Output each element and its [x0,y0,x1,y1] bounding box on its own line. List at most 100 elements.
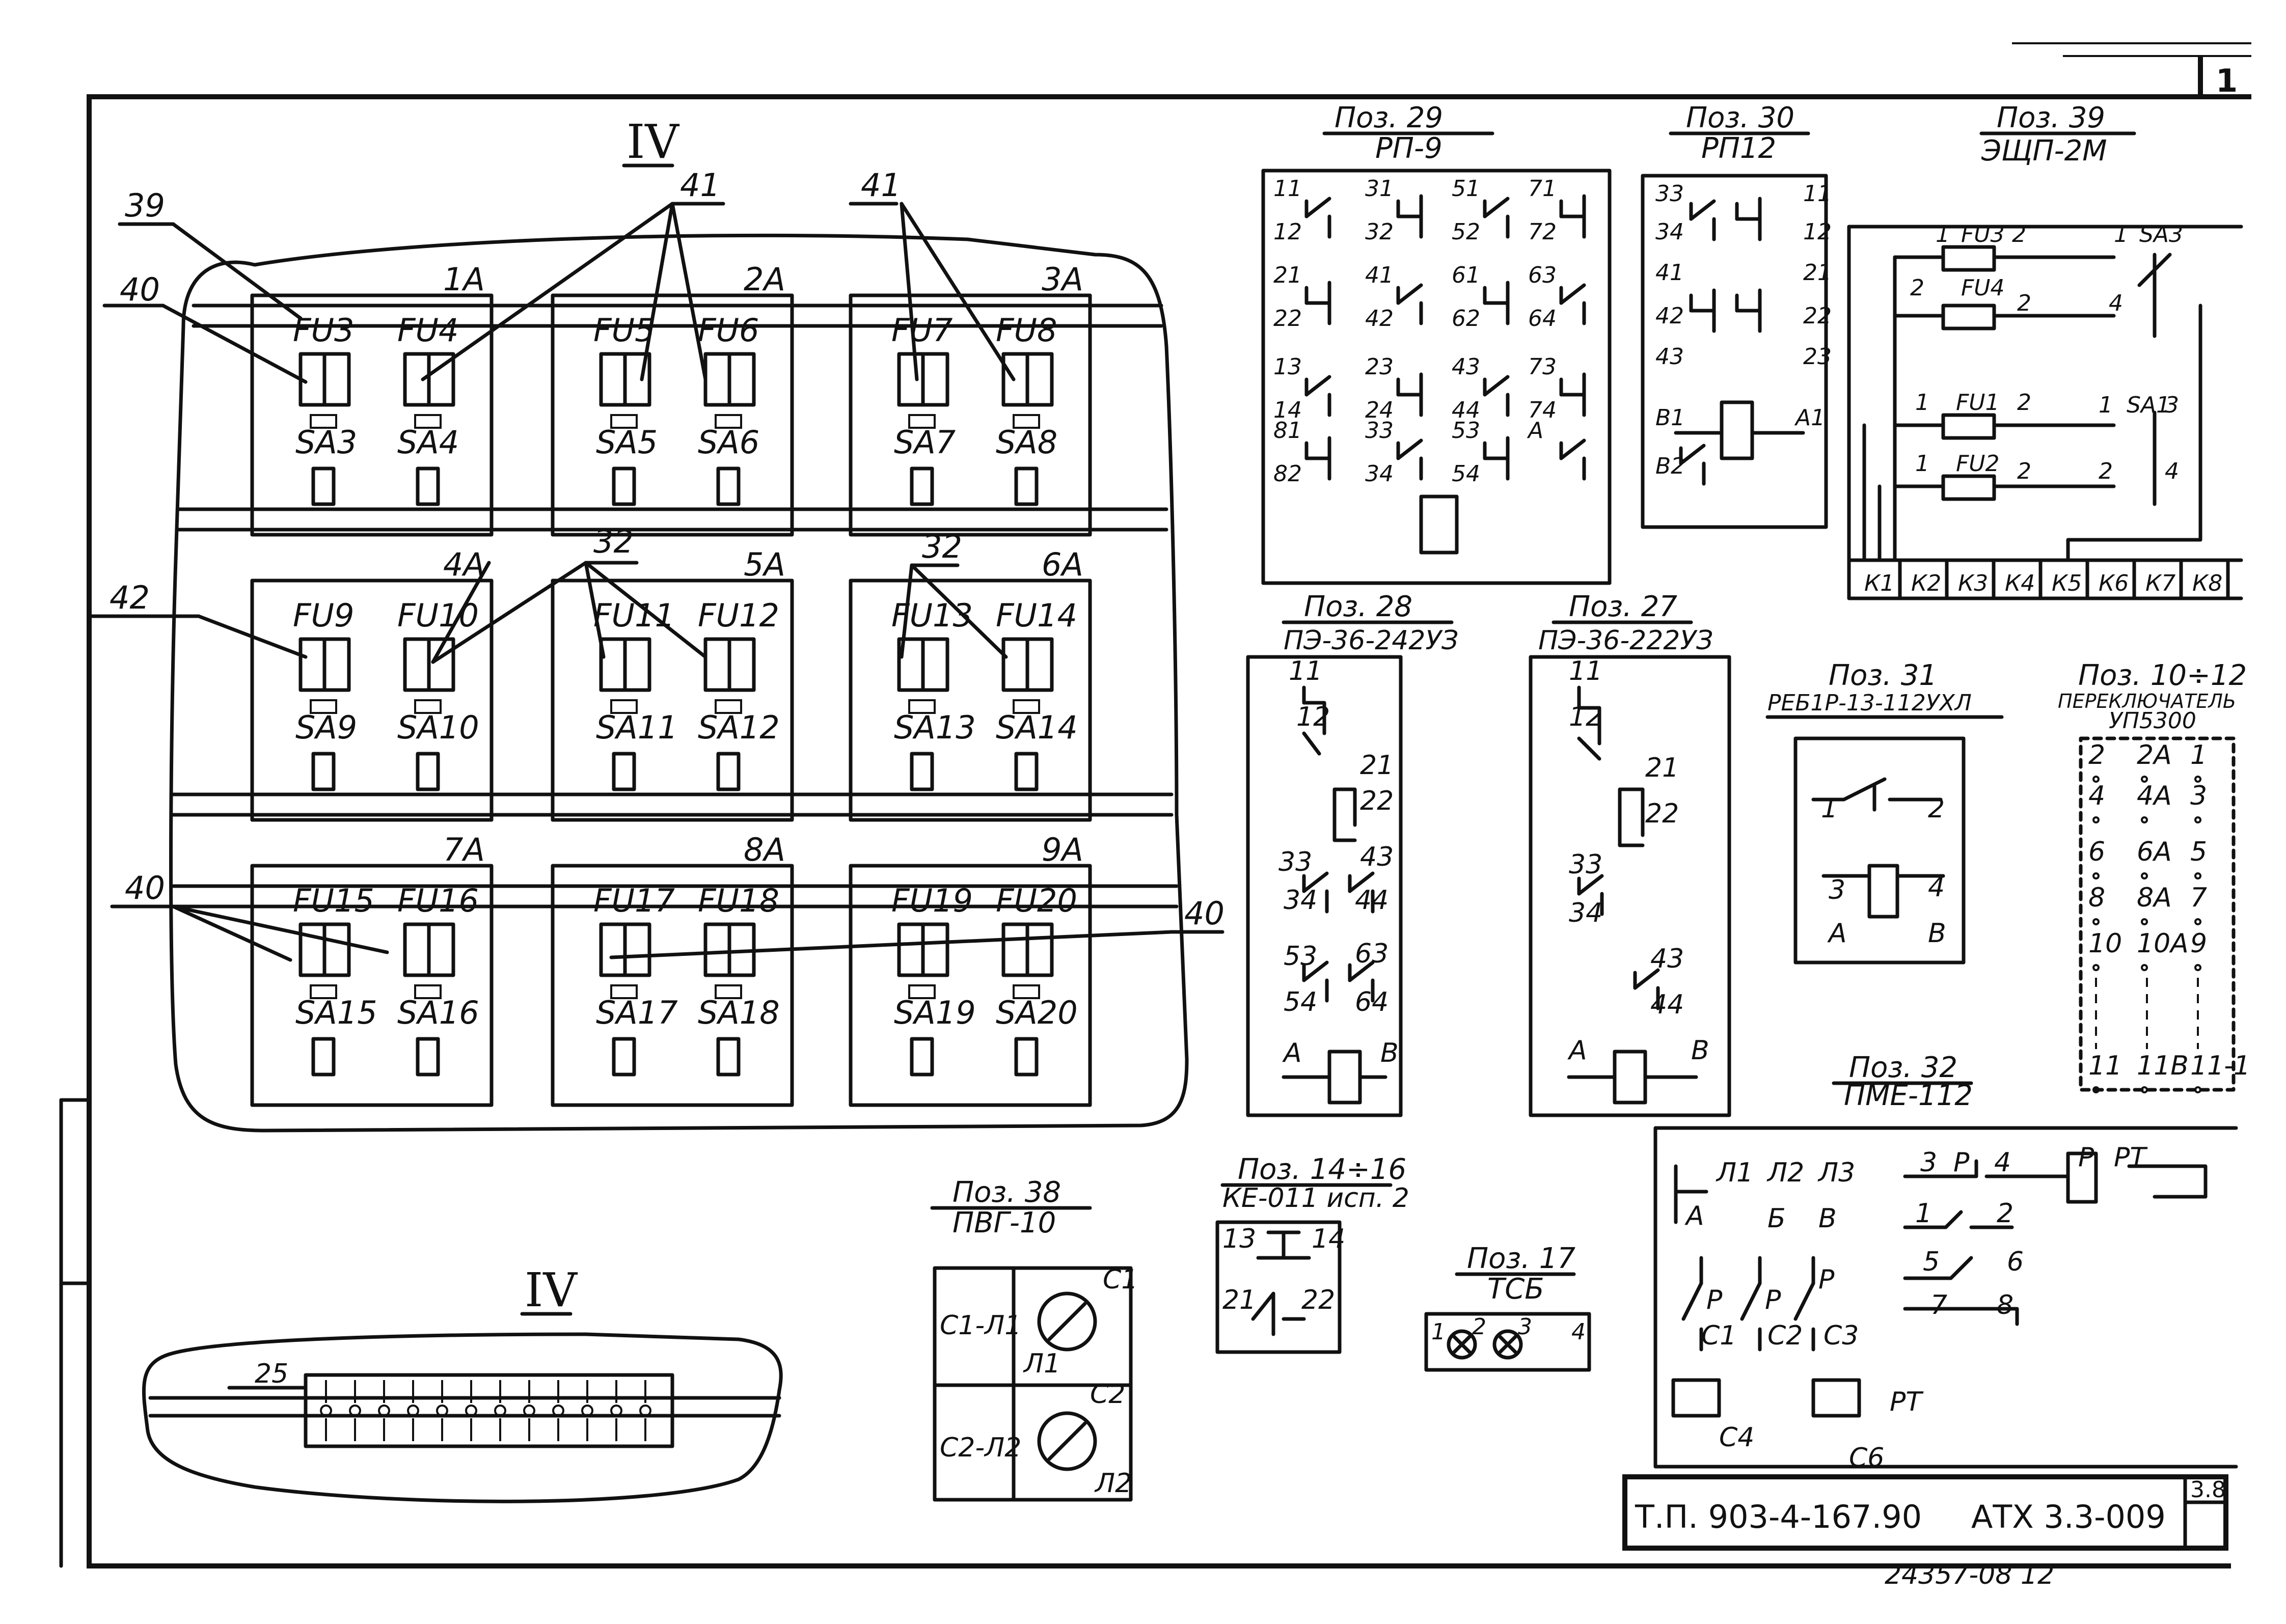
fuse-holder-b[interactable] [403,922,455,977]
leader-32-a: 32 [593,523,634,560]
pos39-label: 4 [2165,458,2179,484]
fuse-holder-a[interactable] [599,352,651,407]
fuse-holder-b[interactable] [403,352,455,407]
pos39-label: FU2 [1956,451,2000,477]
fuse-holder-b[interactable] [1001,922,1054,977]
pos29-contact-label: 72 [1528,219,1557,245]
toggle-switch-a[interactable] [910,466,934,506]
fuse-label-a: FU3 [293,312,355,349]
terminal-screw [378,1405,390,1417]
pos32-contact-label: Р [1953,1147,1970,1178]
pos32-contact-label: Л1 [1716,1158,1753,1188]
toggle-switch-b[interactable] [416,752,440,791]
pos29-contact-label: 74 [1528,397,1557,423]
switch-label-b: SA18 [698,994,780,1031]
toggle-switch-b[interactable] [716,1037,741,1077]
fuse-label-a: FU7 [891,312,953,349]
toggle-switch-b[interactable] [416,466,440,506]
module-id: 4A [443,546,485,583]
pos39-terminal-label: К2 [1911,570,1941,596]
toggle-switch-a[interactable] [910,1037,934,1077]
toggle-switch-b[interactable] [716,466,741,506]
pos1416-contact-label: 22 [1301,1285,1335,1315]
pos30-contact-label: 12 [1803,219,1832,245]
pos29-contact-label: 81 [1273,418,1302,444]
module-id: 7A [443,831,485,868]
toggle-switch-b[interactable] [716,752,741,791]
module-id: 8A [744,831,785,868]
pos1012-contact-label: 11-1 [2190,1051,2250,1081]
leader-42: 42 [110,579,150,616]
toggle-switch-a[interactable] [910,752,934,791]
stamp-box: 3.8 [2190,1477,2226,1503]
module-id: 5A [744,546,785,583]
pos39-label: 1 [2114,222,2128,247]
terminal-screw [552,1405,564,1417]
fuse-holder-a[interactable] [897,637,949,692]
toggle-switch-b[interactable] [1014,1037,1039,1077]
terminal-screw [639,1405,651,1417]
fuse-holder-b[interactable] [1001,637,1054,692]
pos1012-title: Поз. 10÷12 [2078,659,2247,692]
fuse-holder-b[interactable] [703,352,756,407]
fuse-holder-b[interactable] [703,637,756,692]
pos38-label: С2-Л2 [940,1433,1021,1463]
switch-label-b: SA12 [698,709,780,746]
pos29-contact-label: 31 [1365,176,1394,202]
fuse-holder-a[interactable] [298,637,351,692]
pos29-contact-label: 41 [1365,262,1394,288]
switch-label-a: SA3 [295,424,357,461]
pos39-label: 2 [1910,275,1924,301]
pos29-contact-label: 12 [1273,219,1302,245]
pos30-contact-label: 43 [1655,344,1684,370]
toggle-switch-a[interactable] [311,466,336,506]
fuse-holder-b[interactable] [403,637,455,692]
leader-41-a: 41 [680,167,720,204]
pos39-terminal-label: К1 [1864,570,1894,596]
pos17-contact-label: 4 [1571,1319,1586,1345]
fuse-holder-a[interactable] [599,637,651,692]
pos29-contact-label: 64 [1528,306,1557,332]
toggle-switch-b[interactable] [1014,752,1039,791]
switch-label-b: SA8 [996,424,1057,461]
pos29-contact-label: А [1527,418,1543,444]
fuse-holder-a[interactable] [897,922,949,977]
fuse-label-b: FU6 [698,312,759,349]
fuse-holder-a[interactable] [298,352,351,407]
toggle-switch-b[interactable] [416,1037,440,1077]
pos32-contact-label: РТ [2114,1142,2148,1173]
fuse-holder-a[interactable] [298,922,351,977]
terminal-cells [320,1380,651,1441]
pos32-contact-label: 2 [1997,1198,2013,1229]
toggle-switch-a[interactable] [612,752,636,791]
pos1012-contact-label: 4 [2088,781,2105,811]
toggle-switch-a[interactable] [612,466,636,506]
fuse-label-a: FU5 [593,312,655,349]
terminal-screw [523,1405,535,1417]
toggle-switch-a[interactable] [311,1037,336,1077]
pos29-contact-label: 34 [1365,461,1394,487]
sheet-frame: 1 [59,42,2251,1568]
fuse-holder-a[interactable] [599,922,651,977]
fuse-holder-b[interactable] [1001,352,1054,407]
pos30-contact-label: В1 [1655,405,1685,431]
pos39-label: FU3 [1961,222,2005,247]
pos29-contact-label: 22 [1273,306,1302,332]
pos39-label: 2 [2017,390,2031,416]
toggle-switch-b[interactable] [1014,466,1039,506]
module-id: 1A [443,261,485,298]
toggle-switch-a[interactable] [612,1037,636,1077]
toggle-switch-a[interactable] [311,752,336,791]
terminal-screw [349,1405,361,1417]
pos32-contact-label: С3 [1824,1320,1859,1351]
fuse-holder-a[interactable] [897,352,949,407]
pos32-contact-label: Р [2078,1142,2094,1173]
terminal-screw [610,1405,622,1417]
